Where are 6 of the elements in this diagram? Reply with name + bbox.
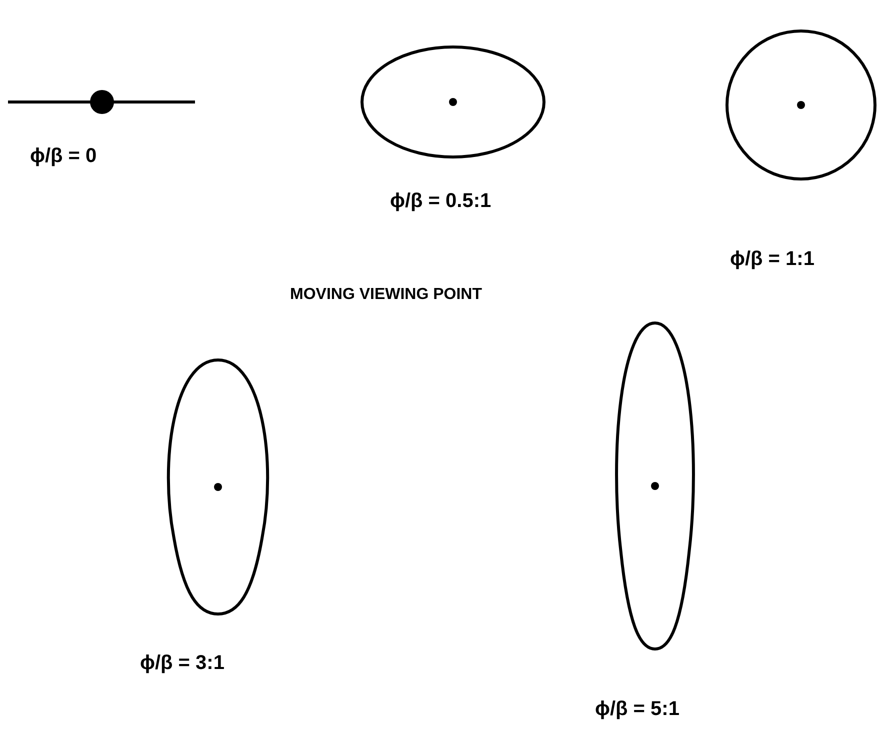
ratio-label: ϕ/β = 5:1 — [595, 698, 680, 721]
ratio-label: ϕ/β = 0.5:1 — [390, 190, 492, 213]
ratio-label: ϕ/β = 3:1 — [140, 652, 224, 675]
ratio-label: ϕ/β = 1:1 — [730, 248, 814, 271]
ratio-label: ϕ/β = 0 — [30, 145, 97, 168]
heading: MOVING VIEWING POINT — [290, 286, 482, 304]
